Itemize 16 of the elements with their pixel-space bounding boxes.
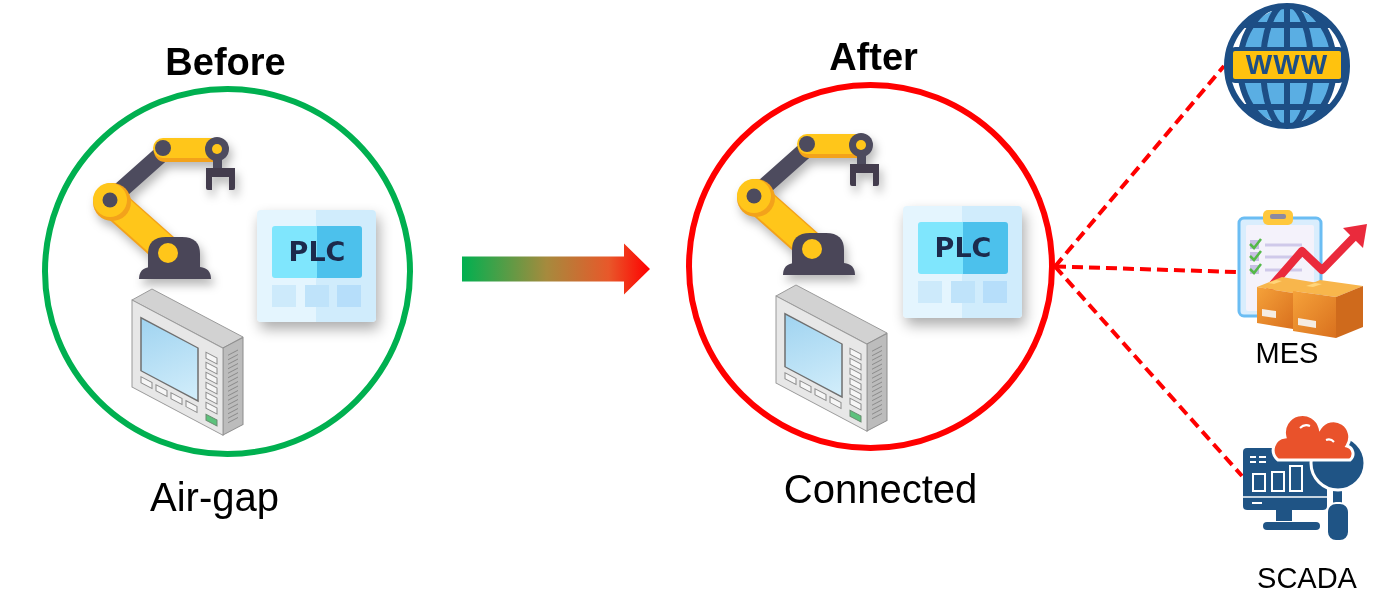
dashed-connector: [1053, 64, 1226, 268]
plc-display: PLC: [918, 222, 1008, 274]
globe-band-text: WWW: [1245, 49, 1329, 81]
circle-caption: Connected: [783, 466, 978, 512]
block-arrow: [462, 243, 650, 295]
circle-caption: Air-gap: [150, 474, 279, 520]
plc-module: [257, 210, 376, 322]
system-label: MES: [1255, 339, 1319, 367]
dashed-connector: [1054, 264, 1238, 274]
section-heading: After: [829, 35, 918, 79]
plc-display: PLC: [272, 226, 362, 278]
globe-icon: [1224, 2, 1351, 130]
section-heading: Before: [165, 40, 286, 84]
system-label: SCADA: [1257, 564, 1357, 592]
plc-module: [903, 206, 1022, 318]
dashed-connector: [1053, 265, 1244, 478]
